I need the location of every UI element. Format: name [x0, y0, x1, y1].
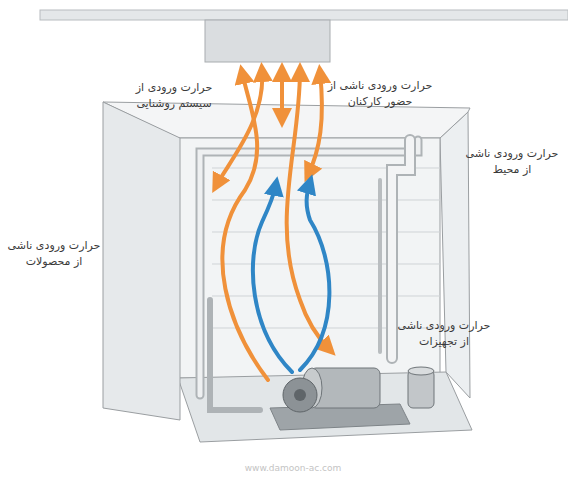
pipe — [200, 140, 418, 395]
heat-source-label: حرارت ورودی ناشی از محصولات — [2, 238, 106, 270]
panel-line — [212, 296, 440, 297]
panel-line — [212, 200, 440, 201]
warm-air-arrow — [216, 70, 262, 186]
cold-air-arrow — [253, 184, 292, 372]
warm-air-arrow — [308, 72, 322, 175]
fan-hub — [294, 389, 306, 401]
compressor-unit — [270, 367, 434, 430]
door-panel — [103, 102, 180, 420]
pipe — [378, 180, 382, 352]
heat-source-label: حرارت ورودی ناشی از تجهیزات — [392, 318, 496, 350]
ceiling-beam — [40, 10, 568, 20]
pipe — [200, 140, 418, 395]
warm-air-arrow — [280, 70, 284, 120]
ceiling-unit — [205, 20, 330, 62]
fan-housing — [283, 378, 317, 412]
pipes — [200, 140, 418, 410]
side-panel — [440, 112, 470, 398]
heat-source-label: حرارت ورودی ناشی از محیط — [462, 146, 562, 178]
receiver-tank — [408, 370, 434, 408]
watermark: www.damoon-ac.com — [228, 462, 358, 475]
tank-top — [408, 367, 434, 375]
heat-source-label: حرارت ورودی از سیستم روشنایی — [118, 80, 230, 112]
heat-flow-arrows — [216, 70, 330, 380]
heat-source-label: حرارت ورودی ناشی از حضور کارکنان — [318, 78, 442, 110]
cold-air-arrow — [300, 182, 329, 370]
wall-panel-lines — [212, 168, 440, 328]
panel-line — [212, 232, 440, 233]
